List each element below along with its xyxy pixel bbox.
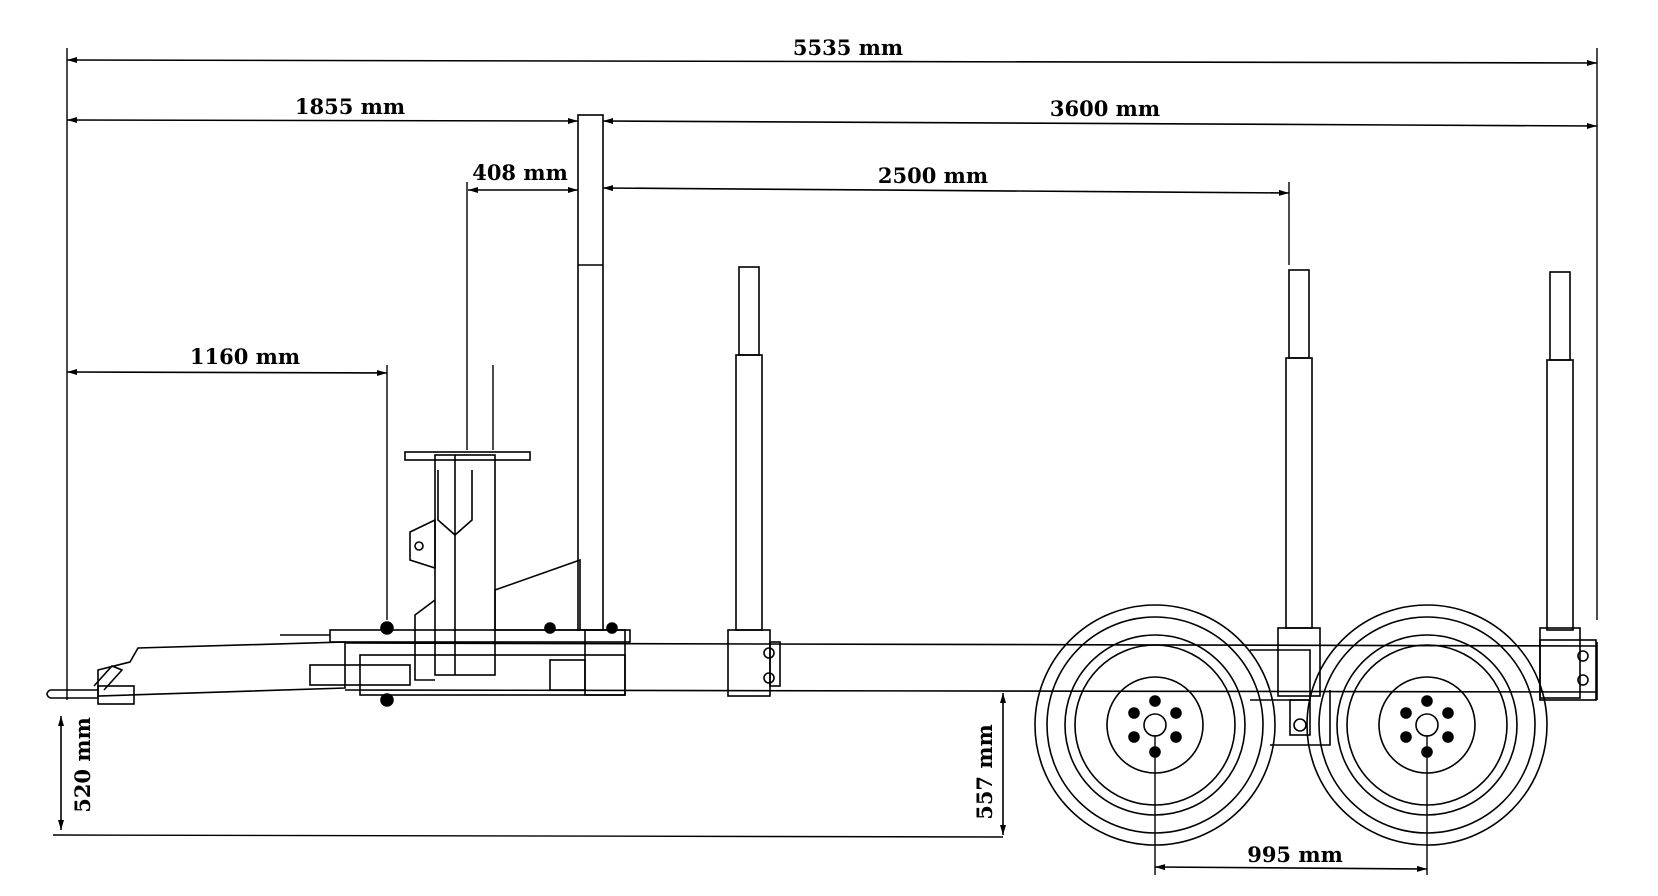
dimension-lines: [58, 57, 1598, 872]
dim-crane-rear-line: [602, 118, 1598, 129]
dimension-labels: 5535 mm 1855 mm 3600 mm 408 mm 2500 mm 1…: [70, 35, 1343, 867]
label-crane-offset: 408 mm: [472, 160, 568, 185]
wheel-front: [1034, 604, 1276, 846]
label-hitch-height: 520 mm: [70, 717, 95, 813]
extension-lines: [52, 48, 1598, 875]
bogie: [1250, 649, 1331, 746]
stanchion-1: [727, 266, 781, 697]
stanchion-2: [1277, 269, 1321, 736]
label-overall-length: 5535 mm: [793, 35, 903, 60]
frame-beam: [344, 639, 1598, 701]
label-front-to-crane: 1855 mm: [295, 94, 405, 119]
dim-overall-line: [66, 57, 1598, 66]
crane-mount: [280, 451, 631, 707]
dim-front-crane-line: [66, 117, 579, 124]
wheel-rear: [1306, 604, 1548, 846]
dim-kingpin-line: [66, 369, 388, 376]
label-front-to-kingpin: 1160 mm: [190, 344, 300, 369]
dim-stanchion-line: [602, 185, 1290, 196]
stanchion-3: [1539, 271, 1589, 699]
crane-post: [577, 114, 604, 631]
trailer: [46, 114, 1598, 846]
drawbar: [46, 641, 346, 705]
label-stanchion-spacing: 2500 mm: [878, 163, 988, 188]
label-axle-spacing: 995 mm: [1247, 842, 1343, 867]
label-frame-height: 557 mm: [972, 724, 997, 820]
dim-axle-line: [1154, 864, 1428, 872]
label-crane-to-rear: 3600 mm: [1050, 96, 1160, 121]
